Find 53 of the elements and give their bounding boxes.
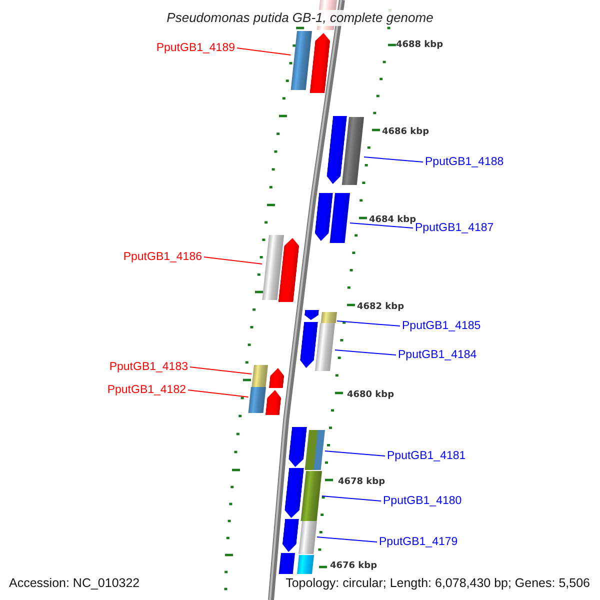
gene-label: PputGB1_4183 xyxy=(109,360,188,374)
gene-block xyxy=(290,31,312,90)
gene-feature xyxy=(282,519,299,552)
leader-line xyxy=(364,156,424,162)
gene-label: PputGB1_4184 xyxy=(398,348,477,362)
gene-block xyxy=(330,193,350,243)
gene-block xyxy=(278,553,295,574)
leader-line xyxy=(236,48,292,56)
leader-line xyxy=(336,320,400,326)
gene-block xyxy=(320,312,337,323)
gene-feature xyxy=(288,427,307,467)
gene-feature xyxy=(304,310,319,320)
genome-info-text: Topology: circular; Length: 6,078,430 bp; Genes: 5,506 xyxy=(286,576,590,591)
tick-label: 4684 kbp xyxy=(369,215,416,225)
gene-label: PputGB1_4185 xyxy=(402,319,481,333)
gene-label: PputGB1_4180 xyxy=(383,494,462,508)
leader-line xyxy=(190,366,252,374)
gene-block xyxy=(297,555,314,574)
gene-block xyxy=(248,387,266,413)
tick-label: 4676 kbp xyxy=(330,561,378,572)
leader-line xyxy=(324,450,386,456)
tick-label: 4688 kbp xyxy=(396,40,444,51)
gene-feature xyxy=(268,368,285,388)
gene-feature xyxy=(299,322,318,368)
gene-block xyxy=(342,117,364,185)
gene-label: PputGB1_4188 xyxy=(425,155,504,169)
gene-label: PputGB1_4181 xyxy=(387,449,466,463)
gene-block xyxy=(304,430,325,470)
gene-block xyxy=(252,365,268,387)
leader-line xyxy=(188,390,249,398)
leader-line xyxy=(204,256,263,264)
gene-feature xyxy=(326,116,347,184)
tick-label: 4686 kbp xyxy=(382,127,430,138)
leader-line xyxy=(334,350,396,356)
tick-label: 4680 kbp xyxy=(347,390,394,401)
gene-label: PputGB1_4182 xyxy=(107,383,186,397)
leader-line xyxy=(350,222,414,228)
gene-label: PputGB1_4189 xyxy=(156,41,235,55)
gene-block xyxy=(314,323,335,371)
leader-line xyxy=(316,536,378,542)
gene-block xyxy=(298,521,317,554)
gene-block xyxy=(262,235,284,300)
gene-feature xyxy=(265,390,282,415)
gene-feature xyxy=(284,468,304,518)
gene-label: PputGB1_4187 xyxy=(415,221,494,235)
map-title: Pseudomonas putida GB-1, complete genome xyxy=(166,10,434,26)
leader-line xyxy=(322,496,382,502)
gene-block xyxy=(300,471,322,521)
gene-label: PputGB1_4179 xyxy=(379,535,458,549)
accession-text: Accession: NC_010322 xyxy=(9,576,140,591)
tick-label: 4678 kbp xyxy=(338,477,386,488)
tick-label: 4682 kbp xyxy=(357,302,404,313)
gene-label: PputGB1_4186 xyxy=(123,250,202,264)
